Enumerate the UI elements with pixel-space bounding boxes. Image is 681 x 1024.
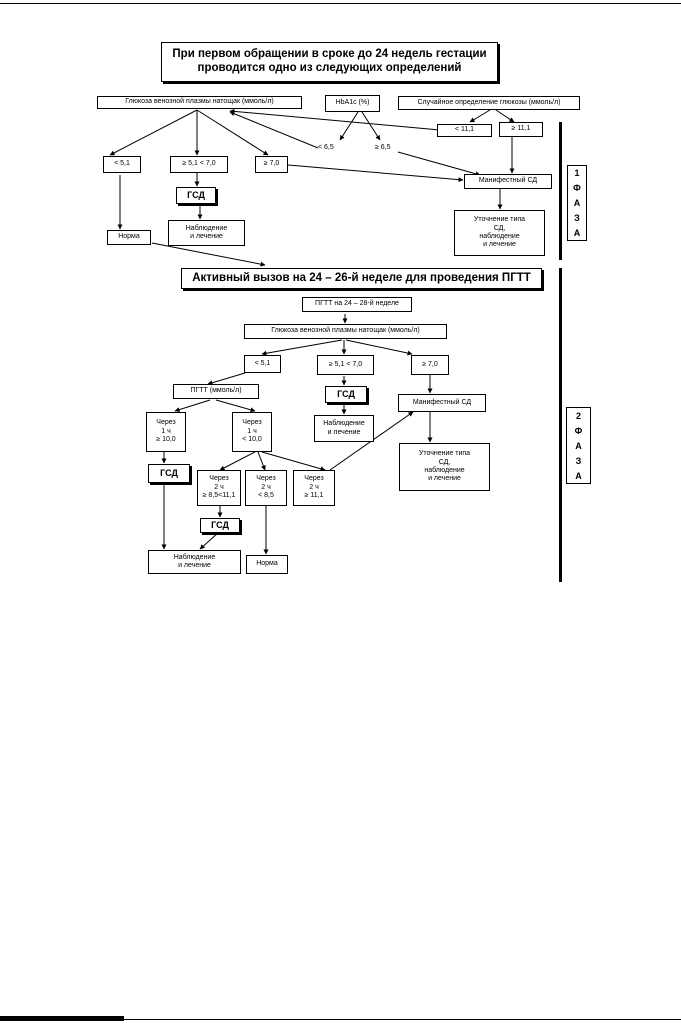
arrow-h1lt-h2lt: [257, 451, 266, 471]
phase1-observation: Наблюдение и лечение: [168, 220, 245, 246]
phase2-label: 2 Ф А З А: [566, 407, 591, 484]
arrow-random-to-ge111: [495, 109, 515, 123]
phase1-label-3: З: [574, 212, 580, 223]
phase2-lt-5-1: < 5,1: [244, 355, 281, 373]
phase2-manifest-dm: Манифестный СД: [398, 394, 486, 412]
phase1-gsd: ГСД: [176, 187, 216, 204]
arrow-hba1c-to-ge65: [361, 111, 381, 141]
phase2-h1-ge-10: Через 1 ч ≥ 10,0: [146, 412, 186, 452]
phase2-h2-ge: Через 2 ч ≥ 11,1: [293, 470, 335, 506]
phase2-h2-lt: Через 2 ч < 8,5: [245, 470, 287, 506]
arrow-pgtt-h1ge: [174, 399, 211, 413]
arrow-lt111-back: [229, 108, 441, 131]
phase1-hba1c: HbA1c (%): [325, 95, 380, 112]
phase2-norm: Норма: [246, 555, 288, 574]
phase1-label-0: 1: [574, 168, 580, 179]
arrow-fasting2-ge7: [345, 339, 413, 356]
phase2-gsd-left: ГСД: [148, 464, 190, 483]
phase1-side-line: [559, 122, 562, 260]
phase1-lt-11-1: < 11,1: [437, 124, 492, 137]
phase2-pgtt: ПГТТ на 24 – 28-й неделе: [302, 297, 412, 312]
phase2-label-3: З: [575, 455, 582, 466]
phase2-label-0: 2: [575, 410, 581, 421]
phase1-norm: Норма: [107, 230, 151, 245]
phase2-ge-7-0: ≥ 7,0: [411, 355, 449, 375]
phase2-gsd-top: ГСД: [325, 386, 367, 403]
phase1-ge-7-0: ≥ 7,0: [255, 156, 288, 173]
phase1-lt-5-1: < 5,1: [103, 156, 141, 173]
arrow-gsd3-obs: [199, 532, 219, 550]
bottom-rule: [0, 1019, 681, 1020]
phase1-clarify: Уточнение типа СД, наблюдение и лечение: [454, 210, 545, 256]
phase2-gsd-mid: ГСД: [200, 518, 240, 533]
phase2-side-line: [559, 268, 562, 582]
arrow-lt65-back: [229, 111, 319, 149]
phase2-title: Активный вызов на 24 – 26-й неделе для п…: [181, 268, 542, 289]
arrow-norm-phase2: [151, 242, 266, 267]
phase2-observation-bottom: Наблюдение и лечение: [148, 550, 241, 574]
phase2-label-2: А: [575, 440, 582, 451]
arrow-fasting-to-lt5: [109, 109, 198, 156]
phase1-label-1: Ф: [573, 183, 581, 194]
phase1-label-2: А: [573, 197, 581, 208]
arrow-h1lt-h2ge: [261, 451, 326, 472]
arrow-fasting2-lt5: [261, 339, 343, 356]
arrow-ge7-manifest: [287, 164, 464, 183]
arrow-hba1c-to-lt65: [339, 111, 359, 141]
arrow-ge65-manifest: [397, 151, 481, 177]
arrow-h1lt-h2range: [219, 451, 256, 471]
phase1-label-4: А: [573, 227, 581, 238]
phase2-observation-top: Наблюдение и лечение: [314, 415, 374, 442]
phase1-range-5-1-7-0: ≥ 5,1 < 7,0: [170, 156, 228, 173]
phase1-ge-11-1: ≥ 11,1: [499, 122, 543, 137]
phase2-h1-lt-10: Через 1 ч < 10,0: [232, 412, 272, 452]
phase1-label: 1 Ф А З А: [567, 165, 587, 241]
top-rule: [0, 3, 681, 4]
phase2-clarify: Уточнение типа СД, наблюдение и лечение: [399, 443, 490, 491]
phase2-label-4: А: [575, 470, 582, 481]
phase1-fasting-glucose: Глюкоза венозной плазмы натощак (ммоль/л…: [97, 96, 302, 109]
phase2-h2-range: Через 2 ч ≥ 8,5<11,1: [197, 470, 241, 506]
phase2-range-5-1-7-0: ≥ 5,1 < 7,0: [317, 355, 374, 375]
phase1-title: При первом обращении в сроке до 24 недел…: [161, 42, 498, 82]
phase1-random-glucose: Случайное определение глюкозы (ммоль/л): [398, 96, 580, 110]
arrow-fasting-to-ge7: [196, 109, 269, 156]
phase1-lt-6-5: < 6,5: [318, 144, 334, 151]
arrow-lt5-pgtt: [207, 372, 246, 386]
phase2-pgtt-mmol: ПГТТ (ммоль/л): [173, 384, 259, 399]
phase2-fasting-glucose: Глюкоза венозной плазмы натощак (ммоль/л…: [244, 324, 447, 339]
phase1-manifest-dm: Манифестный СД: [464, 174, 552, 189]
phase1-ge-6-5: ≥ 6,5: [375, 144, 391, 151]
bottom-bar: [0, 1016, 124, 1021]
phase2-label-1: Ф: [574, 425, 583, 436]
arrow-pgtt-h1lt: [215, 399, 256, 413]
arrow-random-to-lt111: [469, 109, 491, 123]
